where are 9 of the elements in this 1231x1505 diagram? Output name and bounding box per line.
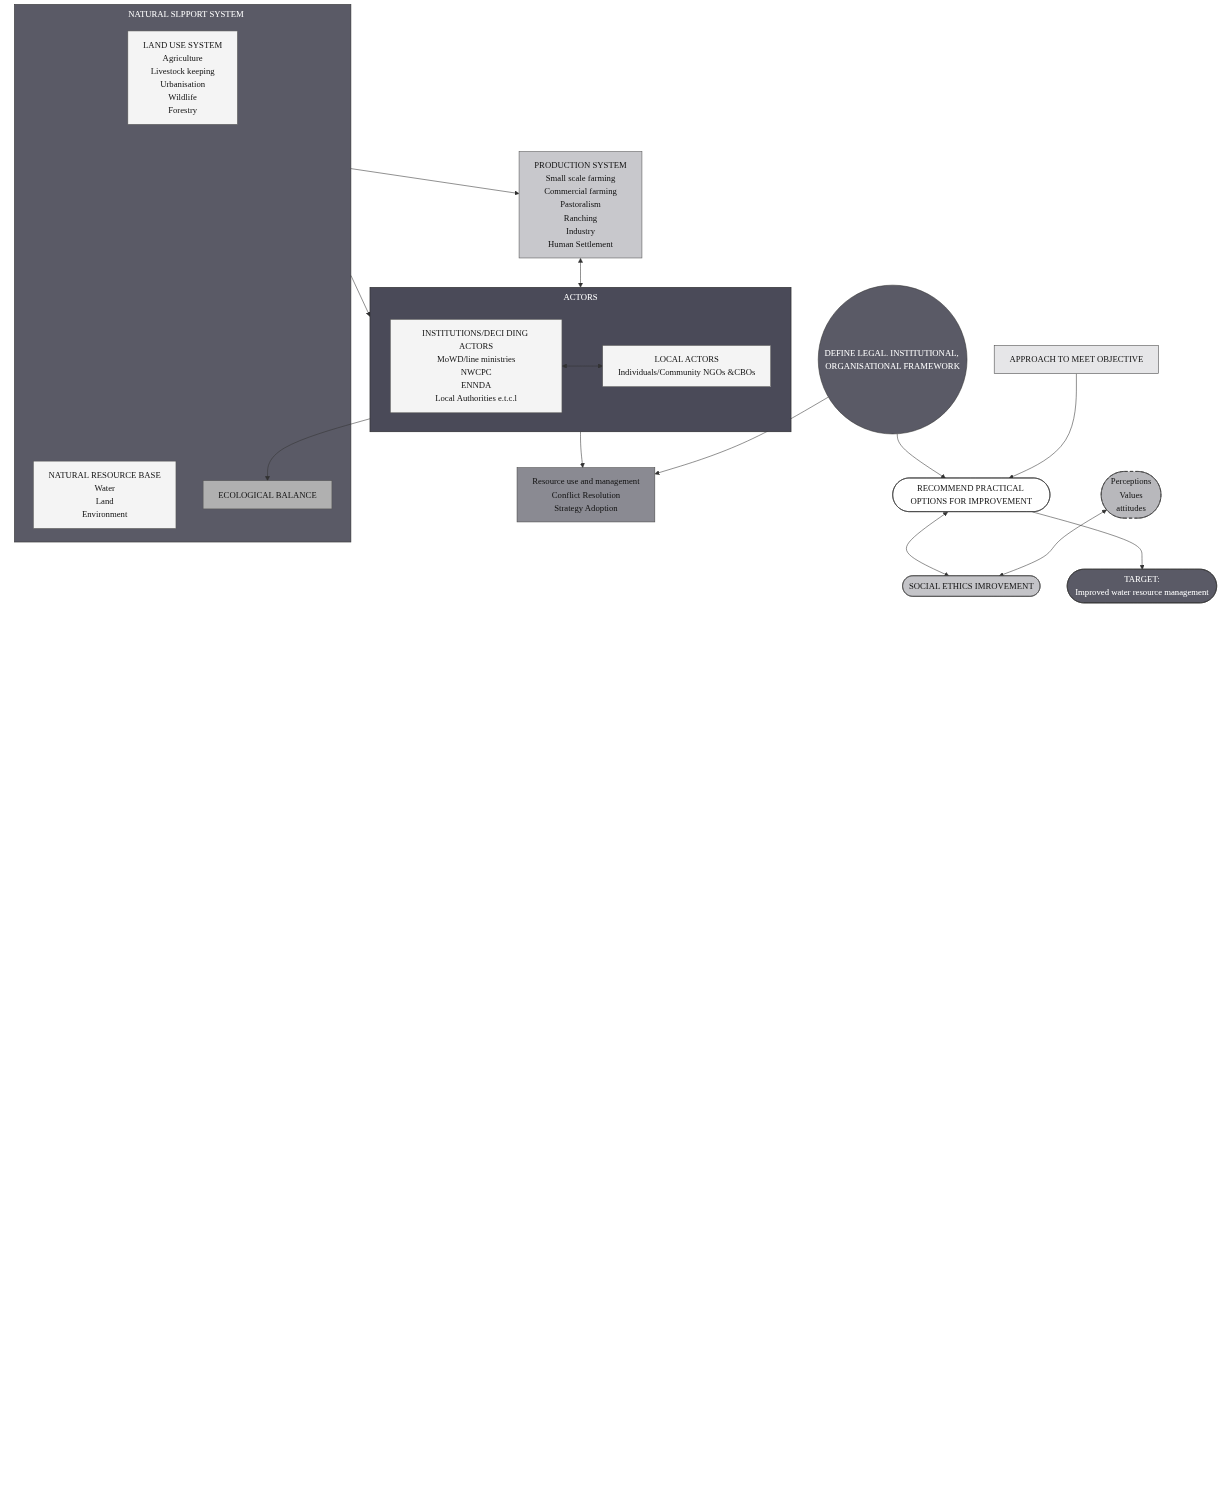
node-circle: DEFINE LEGAL. INSTITUTIONAL, ORGANISATIONAL FRAMEWORK	[817, 284, 968, 435]
node-box: Resource use and management Conflict Resolution Strategy Adoption	[516, 467, 656, 523]
node-box: NATURAL RESOURCE BASE Water Land Environment	[33, 460, 177, 529]
node-box: LOCAL ACTORS Individuals/Community NGOs &CBOs	[602, 345, 771, 387]
node-box: INSTITUTIONS/DECI DING ACTORS MoWD/line ministries NWCPC ENNDA Local Authorities e.t.c.l	[390, 319, 563, 414]
node-box: PRODUCTION SYSTEM Small scale farming Commercial farming Pastoralism Ranching Industry Human Settlement	[518, 151, 643, 259]
node-box: ECOLOGICAL BALANCE	[202, 480, 333, 510]
node-box: LAND USE SYSTEM Agriculture Livestock keeping Urbanisation Wildlife Forestry	[127, 30, 238, 125]
node-box: APPROACH TO MEET OBJECTIVE	[993, 345, 1159, 374]
